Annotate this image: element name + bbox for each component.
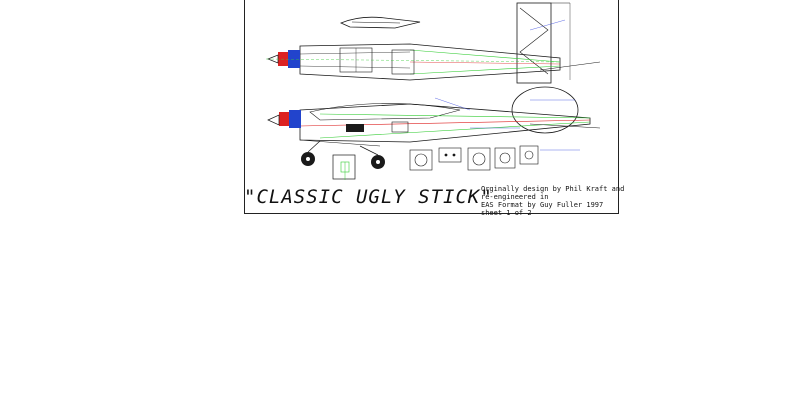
plan-title: "CLASSIC UGLY STICK"	[244, 186, 493, 208]
credit-line: sheet 1 of 2	[481, 209, 532, 217]
gear-block-detail	[332, 154, 356, 180]
credit-line: Orginally design by Phil Kraft and	[481, 185, 625, 193]
stabilizer-outline	[511, 86, 579, 134]
former-details	[409, 145, 539, 171]
fuselage-side-view	[267, 103, 601, 147]
vertical-fin-view	[516, 2, 571, 84]
credit-line: EAS Format by Guy Fuller 1997	[481, 201, 604, 209]
designer-credits: Orginally design by Phil Kraft and re-en…	[481, 185, 625, 217]
top-canopy-view	[339, 16, 421, 29]
credit-line: re-engineered in	[481, 193, 549, 201]
plan-sheet-border	[244, 0, 619, 214]
landing-gear	[301, 140, 385, 169]
fuselage-top-view	[265, 43, 601, 81]
annotation-leaders	[434, 97, 580, 151]
